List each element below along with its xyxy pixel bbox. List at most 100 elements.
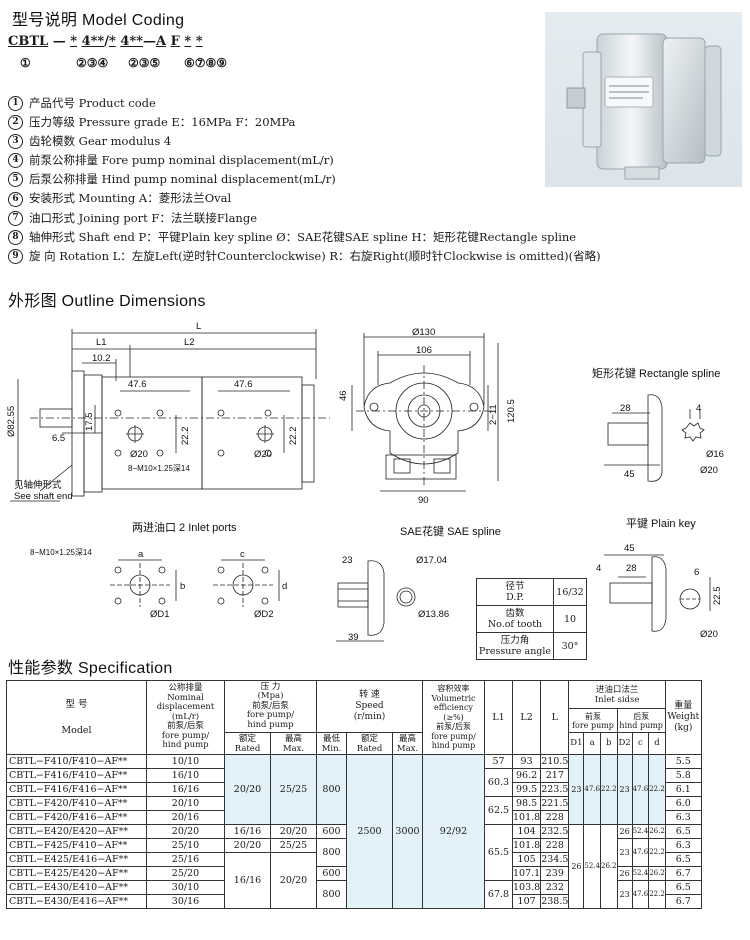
- dim-106: 106: [416, 345, 432, 356]
- hd-fore-pump: 前泵 fore pump: [568, 708, 618, 733]
- dim-17-5: 17.5: [84, 413, 95, 432]
- hd-pressure: 压 力 (Mpa) 前泵/后泵 fore pump/ hind pump: [224, 680, 317, 733]
- legend-number: 5: [8, 172, 23, 188]
- dim-47-6-fore: 47.6: [128, 379, 147, 390]
- cell-disp: 10/10: [146, 754, 225, 769]
- spline-table-row: 压力角 Pressure angle 30°: [476, 632, 587, 660]
- cell-weight: 6.7: [664, 894, 702, 909]
- rect-45: 45: [624, 469, 635, 480]
- rect-spline-title: 矩形花键 Rectangle spline: [592, 366, 720, 380]
- code-part: A: [155, 34, 167, 49]
- table-row: CBTL−F420/F416−AF** 20/16 101.8 228 6.3: [6, 810, 702, 825]
- spline-value: 10: [553, 605, 587, 633]
- cell-model: CBTL−F416/F416−AF**: [6, 782, 147, 797]
- inlet-d: d: [282, 581, 287, 592]
- see-shaft-en: See shaft end: [14, 491, 73, 502]
- dim-82-55: Ø82.55: [6, 406, 17, 437]
- hd-D2: D2: [616, 732, 633, 755]
- dim-d20-fore: Ø20: [130, 449, 148, 460]
- dim-2-11: 2−11: [488, 404, 499, 425]
- hd-displacement: 公称排量 Nominal displacement (mL/r) 前泵/后泵 f…: [146, 680, 225, 755]
- legend-number: 3: [8, 134, 23, 150]
- cell-rated: 20/20: [224, 754, 271, 825]
- cell-L: 232.5: [540, 824, 570, 839]
- legend-number: 6: [8, 191, 23, 207]
- cell-rated: 20/20: [224, 838, 271, 853]
- cell-model: CBTL−F410/F410−AF**: [6, 754, 147, 769]
- table-row: CBTL−F416/F416−AF** 16/16 99.5 223.5 6.1: [6, 782, 702, 797]
- code-part: —: [52, 34, 66, 49]
- sae-spline-drawing: [336, 560, 416, 642]
- cell-speed-max: 3000: [392, 754, 423, 909]
- cell-hind-D2: 26: [616, 866, 633, 881]
- sae-spline-title: SAE花键 SAE spline: [400, 524, 501, 538]
- rect-d16: Ø16: [706, 449, 724, 460]
- legend-text: 旋 向 Rotation L：左旋Left(逆时针Counterclockwis…: [29, 248, 601, 263]
- plain-key-title: 平键 Plain key: [626, 516, 696, 530]
- dimension-labels: L L1 L2 10.2 47.6 47.6 Ø82.55 6.5 17.5 2…: [6, 321, 724, 643]
- rectangle-spline-drawing: [604, 394, 705, 482]
- hd-L: L: [540, 680, 570, 755]
- inlet-c: c: [240, 549, 245, 560]
- table-row: CBTL−F425/F410−AF** 25/10 20/20 25/25 80…: [6, 838, 702, 867]
- cell-rated: 16/16: [224, 824, 271, 839]
- cell-weight: 5.8: [664, 768, 702, 783]
- cell-L1: 57: [484, 754, 513, 769]
- code-part: *: [195, 34, 203, 49]
- cell-L: 232: [540, 880, 570, 895]
- cell-weight: 5.5: [664, 754, 702, 769]
- key-d20: Ø20: [700, 629, 718, 640]
- front-view-drawing: [351, 333, 499, 492]
- legend-text: 压力等级 Pressure grade E：16MPa F：20MPa: [29, 115, 296, 130]
- cell-L2: 101.8: [511, 838, 542, 853]
- key-28: 28: [626, 563, 637, 574]
- spline-label: 齿数 No.of tooth: [476, 605, 554, 633]
- legend-number: 1: [8, 96, 23, 112]
- cell-speed-min: 600: [316, 866, 347, 881]
- cell-hind-d: 26.2: [648, 824, 666, 839]
- cell-hind-d: 22.2: [648, 754, 666, 825]
- code-part: *: [70, 34, 78, 49]
- key-22-5: 22.5: [712, 587, 723, 606]
- hd-speed-min: 最低 Min.: [316, 732, 347, 755]
- dim-46: 46: [338, 390, 349, 401]
- cell-L: 223.5: [540, 782, 570, 797]
- spline-label: 压力角 Pressure angle: [476, 632, 554, 660]
- key-6: 6: [694, 567, 699, 578]
- cell-speed-rated: 2500: [346, 754, 393, 909]
- legend-item: 5 后泵公称排量 Hind pump nominal displacement(m…: [8, 170, 601, 189]
- cell-model: CBTL−E430/E416−AF**: [6, 894, 147, 909]
- table-row: CBTL−E430/E416−AF** 30/16 107 238.5 6.7: [6, 894, 702, 909]
- cell-L: 217: [540, 768, 570, 783]
- side-view-drawing: [10, 329, 330, 502]
- cell-L2: 96.2: [511, 768, 542, 783]
- cell-hind-D2: 26: [616, 824, 633, 839]
- cell-weight: 6.3: [664, 810, 702, 825]
- cell-hind-c: 52.4: [631, 824, 650, 839]
- legend-number: 8: [8, 229, 23, 245]
- cell-L2: 93: [511, 754, 542, 769]
- code-part: **: [90, 34, 105, 49]
- hd-D1: D1: [568, 732, 585, 755]
- cell-L2: 104: [511, 824, 542, 839]
- inlet-a: a: [138, 549, 144, 560]
- hd-speed-rated: 额定 Rated: [346, 732, 393, 755]
- cell-weight: 6.0: [664, 796, 702, 811]
- pump-product-photo: [545, 12, 742, 187]
- code-part: 4: [81, 34, 91, 49]
- legend-text: 齿轮模数 Gear modulus 4: [29, 134, 172, 149]
- hd-weight: 重量 Weight (kg): [664, 680, 702, 755]
- cell-hind-d: 26.2: [648, 866, 666, 881]
- cell-disp: 20/20: [146, 824, 225, 839]
- cell-L: 238.5: [540, 894, 570, 909]
- hd-hind-pump: 后泵 hind pump: [616, 708, 666, 733]
- cell-L2: 103.8: [511, 880, 542, 895]
- cell-L: 228: [540, 810, 570, 825]
- hd-d: d: [648, 732, 666, 755]
- cell-model: CBTL−F425/F410−AF**: [6, 838, 147, 853]
- hd-L2: L2: [511, 680, 542, 755]
- legend-text: 后泵公称排量 Hind pump nominal displacement(mL…: [29, 172, 336, 187]
- table-row: CBTL−F420/F410−AF** 20/10 62.5 98.5 221.…: [6, 796, 702, 825]
